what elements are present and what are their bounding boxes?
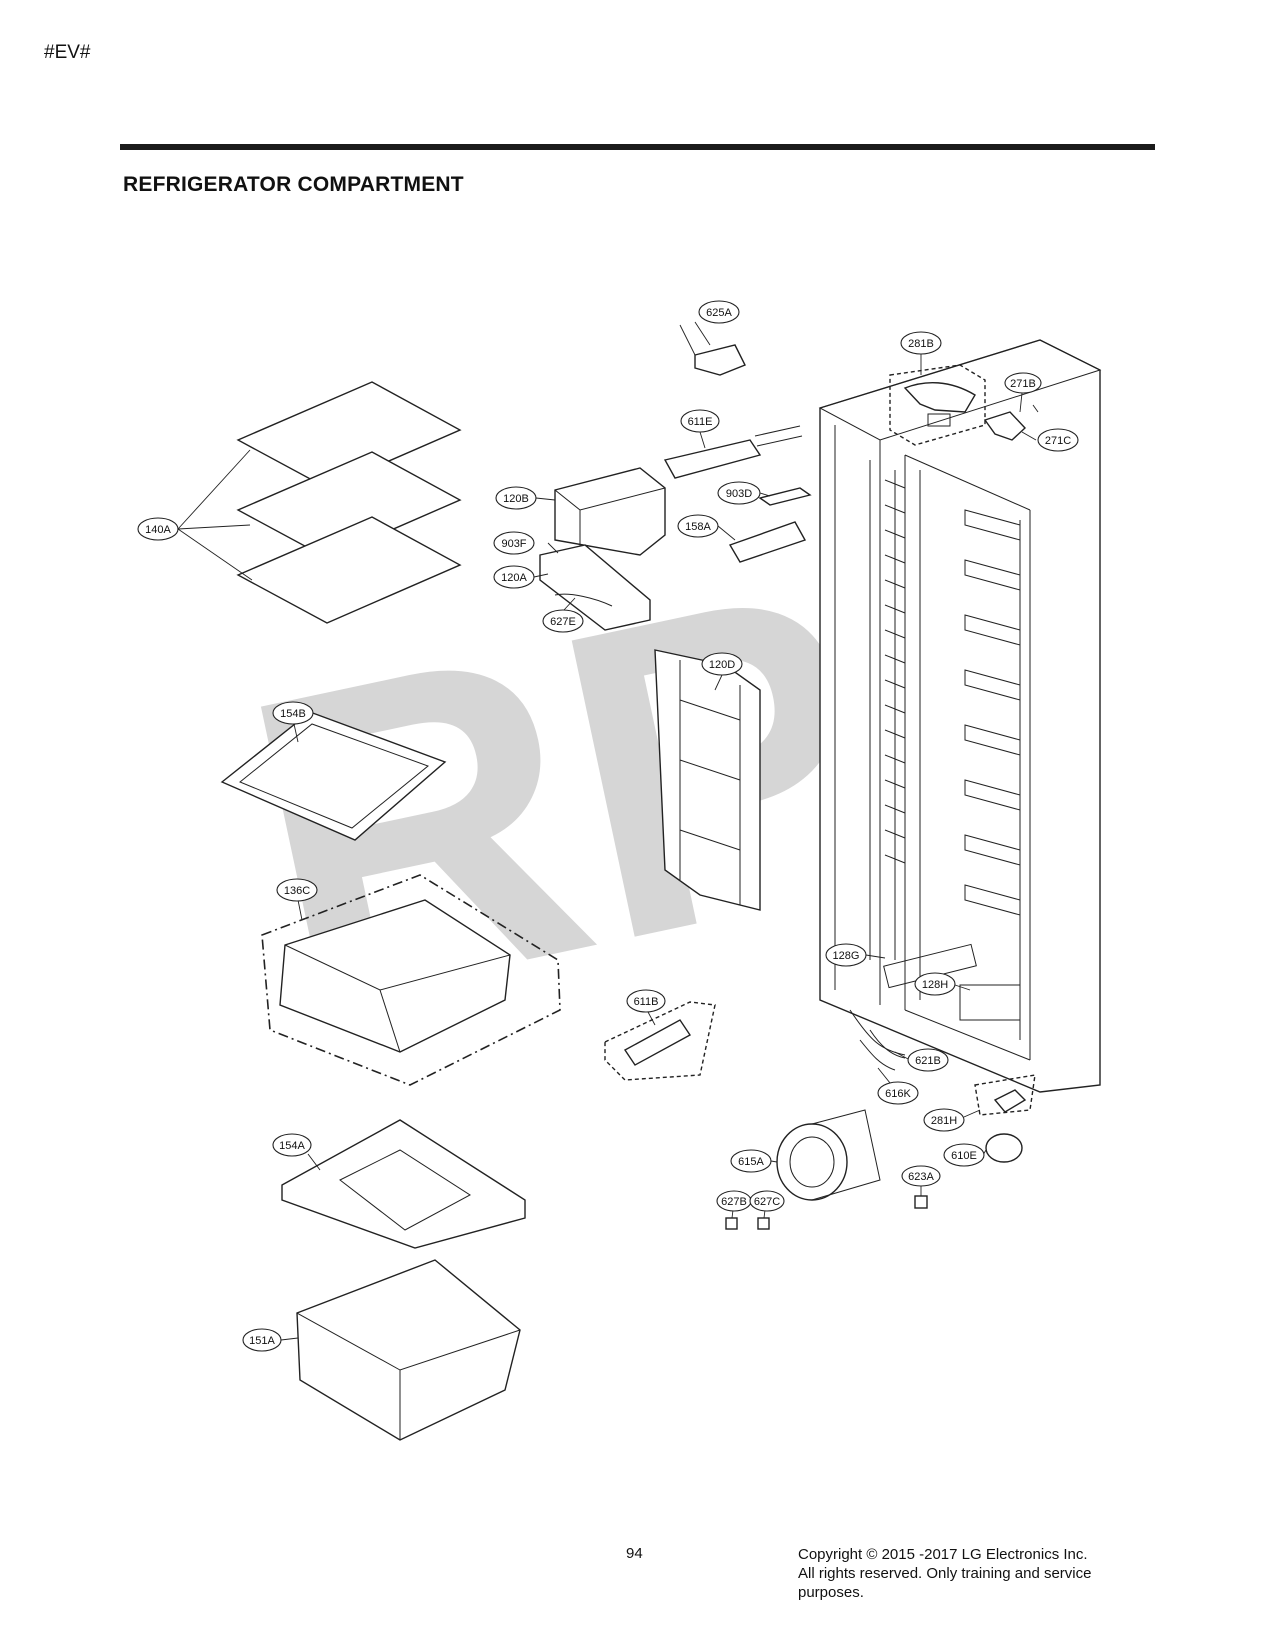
- copyright-line: Copyright © 2015 -2017 LG Electronics In…: [798, 1546, 1088, 1563]
- svg-text:615A: 615A: [738, 1156, 764, 1168]
- callout-281H: 281H: [923, 1108, 965, 1132]
- refrigerator-cabinet: [818, 339, 1102, 1093]
- svg-text:611B: 611B: [634, 996, 659, 1008]
- svg-text:271C: 271C: [1045, 435, 1071, 447]
- callout-625A: 625A: [698, 300, 740, 324]
- svg-text:151A: 151A: [249, 1335, 275, 1347]
- svg-text:154A: 154A: [279, 1140, 305, 1152]
- svg-text:610E: 610E: [951, 1150, 977, 1162]
- svg-text:903F: 903F: [501, 538, 526, 550]
- callout-903F: 903F: [493, 531, 535, 555]
- svg-text:621B: 621B: [915, 1055, 941, 1067]
- callout-627C: 627C: [749, 1190, 785, 1212]
- svg-text:281H: 281H: [931, 1115, 957, 1127]
- svg-text:128G: 128G: [833, 950, 860, 962]
- callout-158A: 158A: [677, 514, 719, 538]
- svg-text:611E: 611E: [688, 416, 713, 428]
- callout-271C: 271C: [1037, 428, 1079, 452]
- svg-text:271B: 271B: [1010, 378, 1036, 390]
- svg-text:136C: 136C: [284, 885, 310, 897]
- svg-text:616K: 616K: [885, 1088, 911, 1100]
- svg-text:627B: 627B: [721, 1196, 747, 1208]
- callout-627B: 627B: [716, 1190, 752, 1212]
- callout-136C: 136C: [276, 878, 318, 902]
- callout-281B: 281B: [900, 331, 942, 355]
- svg-text:627C: 627C: [754, 1196, 780, 1208]
- shelf-glass-group: [236, 381, 462, 624]
- callout-120B: 120B: [495, 486, 537, 510]
- callout-labels: 625A 281B 271B 271C 611E 903D 120B 158A …: [137, 300, 1079, 1352]
- svg-text:627E: 627E: [550, 616, 576, 628]
- callout-120D: 120D: [701, 652, 743, 676]
- svg-text:158A: 158A: [685, 521, 711, 533]
- callout-151A: 151A: [242, 1328, 282, 1352]
- callout-140A: 140A: [137, 517, 179, 541]
- svg-text:120D: 120D: [709, 659, 735, 671]
- callout-616K: 616K: [877, 1081, 919, 1105]
- callout-128G: 128G: [825, 943, 867, 967]
- callout-154B: 154B: [272, 701, 314, 725]
- callout-621B: 621B: [907, 1048, 949, 1072]
- callout-627E: 627E: [542, 609, 584, 633]
- svg-text:623A: 623A: [908, 1171, 934, 1183]
- header-rule: [120, 144, 1155, 150]
- page-number: 94: [626, 1545, 643, 1562]
- callout-271B: 271B: [1004, 372, 1042, 394]
- svg-text:128H: 128H: [922, 979, 948, 991]
- callout-610E: 610E: [943, 1143, 985, 1167]
- callout-154A: 154A: [272, 1133, 312, 1157]
- svg-text:120A: 120A: [501, 572, 527, 584]
- corner-tag: #EV#: [44, 42, 91, 63]
- copyright-line: purposes.: [798, 1584, 864, 1601]
- callout-128H: 128H: [914, 972, 956, 996]
- svg-text:140A: 140A: [145, 524, 171, 536]
- callout-611E: 611E: [680, 409, 720, 433]
- page-title: REFRIGERATOR COMPARTMENT: [123, 173, 464, 196]
- callout-120A: 120A: [493, 565, 535, 589]
- callout-615A: 615A: [730, 1149, 772, 1173]
- svg-text:625A: 625A: [706, 307, 732, 319]
- svg-text:903D: 903D: [726, 488, 752, 500]
- copyright-notice: Copyright © 2015 -2017 LG Electronics In…: [798, 1545, 1158, 1602]
- svg-text:120B: 120B: [503, 493, 529, 505]
- svg-text:281B: 281B: [908, 338, 934, 350]
- svg-text:154B: 154B: [280, 708, 306, 720]
- callout-611B: 611B: [626, 989, 666, 1013]
- copyright-line: All rights reserved. Only training and s…: [798, 1565, 1092, 1582]
- callout-903D: 903D: [717, 481, 761, 505]
- callout-623A: 623A: [901, 1165, 941, 1187]
